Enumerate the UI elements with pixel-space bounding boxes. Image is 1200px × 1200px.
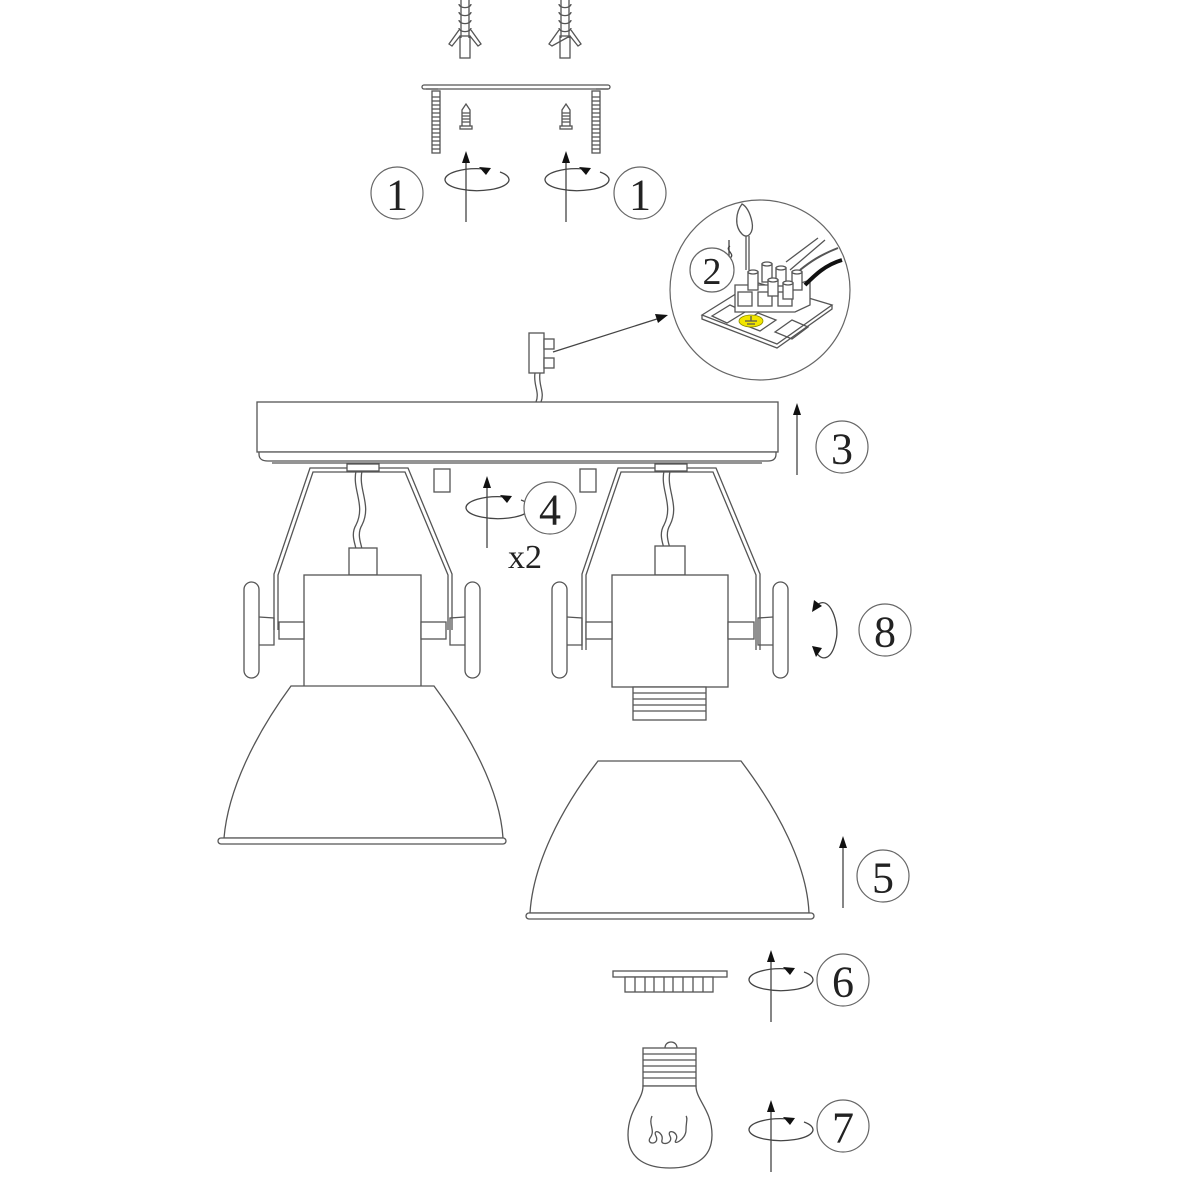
step-badge-4: 4	[523, 481, 577, 535]
bracket-bolt-right	[591, 90, 601, 154]
lamp-socket-thread	[632, 686, 707, 721]
rotate-arrow-icon	[444, 151, 510, 222]
svg-text:7: 7	[832, 1104, 854, 1153]
step-badge-7: 7	[816, 1099, 870, 1153]
right-lamp-shade	[525, 760, 815, 920]
light-bulb-icon	[627, 1041, 713, 1169]
multiplier-label: x2	[508, 539, 542, 576]
step-badge-8: 8	[858, 603, 912, 657]
retaining-ring	[612, 970, 728, 993]
rotate-arrow-icon	[465, 476, 531, 548]
step-badge-3: 3	[815, 420, 869, 474]
bracket-bolt-left	[431, 90, 441, 154]
mount-tab	[579, 468, 597, 493]
svg-text:1: 1	[386, 171, 408, 220]
rotate-arrow-icon	[544, 151, 610, 222]
wiring-detail-callout	[552, 199, 851, 381]
svg-text:2: 2	[703, 251, 722, 293]
svg-text:6: 6	[832, 958, 854, 1007]
svg-text:4: 4	[539, 486, 561, 535]
step-badge-2: 2	[689, 247, 735, 293]
tilt-arrow-icon	[812, 600, 838, 659]
wire-connector	[528, 332, 555, 403]
push-up-arrow-icon	[839, 836, 847, 908]
left-spot-bracket	[243, 463, 481, 688]
step-badge-5: 5	[856, 849, 910, 903]
rotate-arrow-icon	[748, 1100, 814, 1172]
svg-text:1: 1	[629, 171, 651, 220]
push-up-arrow-icon	[793, 403, 801, 475]
left-lamp-shade	[217, 685, 507, 845]
step-badge-1-right: 1	[613, 166, 667, 220]
screw-icon	[459, 102, 473, 130]
svg-text:3: 3	[831, 425, 853, 474]
step-badge-6: 6	[816, 953, 870, 1007]
ceiling-canopy	[256, 401, 779, 464]
wall-plug-icon	[548, 0, 582, 59]
svg-text:5: 5	[872, 854, 894, 903]
svg-text:8: 8	[874, 608, 896, 657]
right-spot-bracket	[551, 463, 789, 721]
step-badge-1-left: 1	[370, 166, 424, 220]
rotate-arrow-icon	[748, 950, 814, 1022]
screw-icon	[559, 102, 573, 130]
mounting-bracket	[421, 84, 611, 154]
wall-plug-icon	[448, 0, 482, 59]
mount-tab	[433, 468, 451, 493]
